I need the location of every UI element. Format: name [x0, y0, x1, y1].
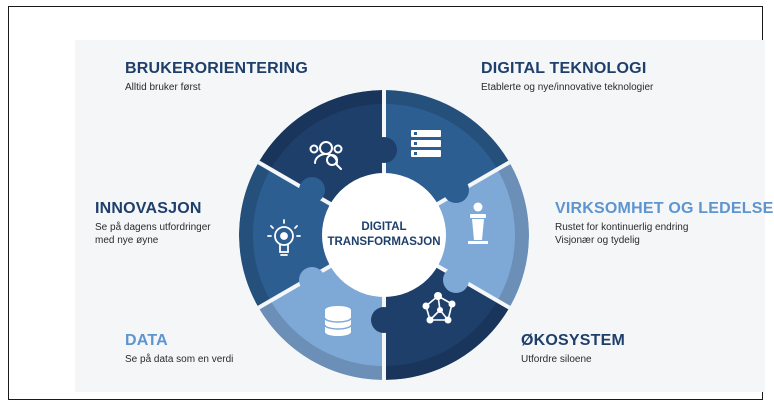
title-innovasjon: INNOVASJON: [95, 200, 202, 217]
center-line-1: DIGITAL: [361, 221, 406, 233]
title-digital-teknologi: DIGITAL TEKNOLOGI: [481, 60, 647, 77]
sub-okosystem: Utfordre siloene: [521, 354, 592, 365]
center-line-2: TRANSFORMASJON: [327, 236, 440, 248]
title-data: DATA: [125, 332, 168, 349]
presenter-icon: [468, 202, 488, 244]
label-virksomhet: VIRKSOMHET OG LEDELSE Rustet for kontinu…: [555, 200, 773, 247]
segment-innovasjon: [239, 162, 384, 308]
network-icon: [422, 292, 456, 324]
label-brukerorientering: BRUKERORIENTERING Alltid bruker først: [125, 60, 308, 95]
center-hub: [322, 173, 446, 297]
lightbulb-gear-icon: [267, 219, 301, 256]
title-okosystem: ØKOSYSTEM: [521, 332, 626, 349]
sub-brukerorientering: Alltid bruker først: [125, 82, 201, 93]
sub-innovasjon-2: med nye øyne: [95, 234, 159, 246]
title-virksomhet: VIRKSOMHET OG LEDELSE: [555, 200, 774, 217]
sub-digital-teknologi: Etablerte og nye/innovative teknologier: [481, 82, 654, 93]
sub-virksomhet-2: Visjonær og tydelig: [555, 234, 640, 246]
label-okosystem: ØKOSYSTEM Utfordre siloene: [521, 332, 625, 367]
database-icon: [324, 306, 352, 336]
sub-virksomhet-1: Rustet for kontinuerlig endring: [555, 222, 689, 233]
sub-data: Se på data som en verdi: [125, 354, 234, 365]
label-digital-teknologi: DIGITAL TEKNOLOGI Etablerte og nye/innov…: [481, 60, 653, 95]
title-brukerorientering: BRUKERORIENTERING: [125, 60, 308, 77]
server-icon: [411, 130, 441, 157]
user-search-icon: [309, 141, 343, 170]
label-innovasjon: INNOVASJON Se på dagens utfordringer med…: [95, 200, 211, 247]
segment-virksomhet: [384, 162, 529, 308]
label-data: DATA Se på data som en verdi: [125, 332, 233, 367]
sub-innovasjon-1: Se på dagens utfordringer: [95, 222, 211, 233]
puzzle-tabs: [299, 137, 469, 333]
